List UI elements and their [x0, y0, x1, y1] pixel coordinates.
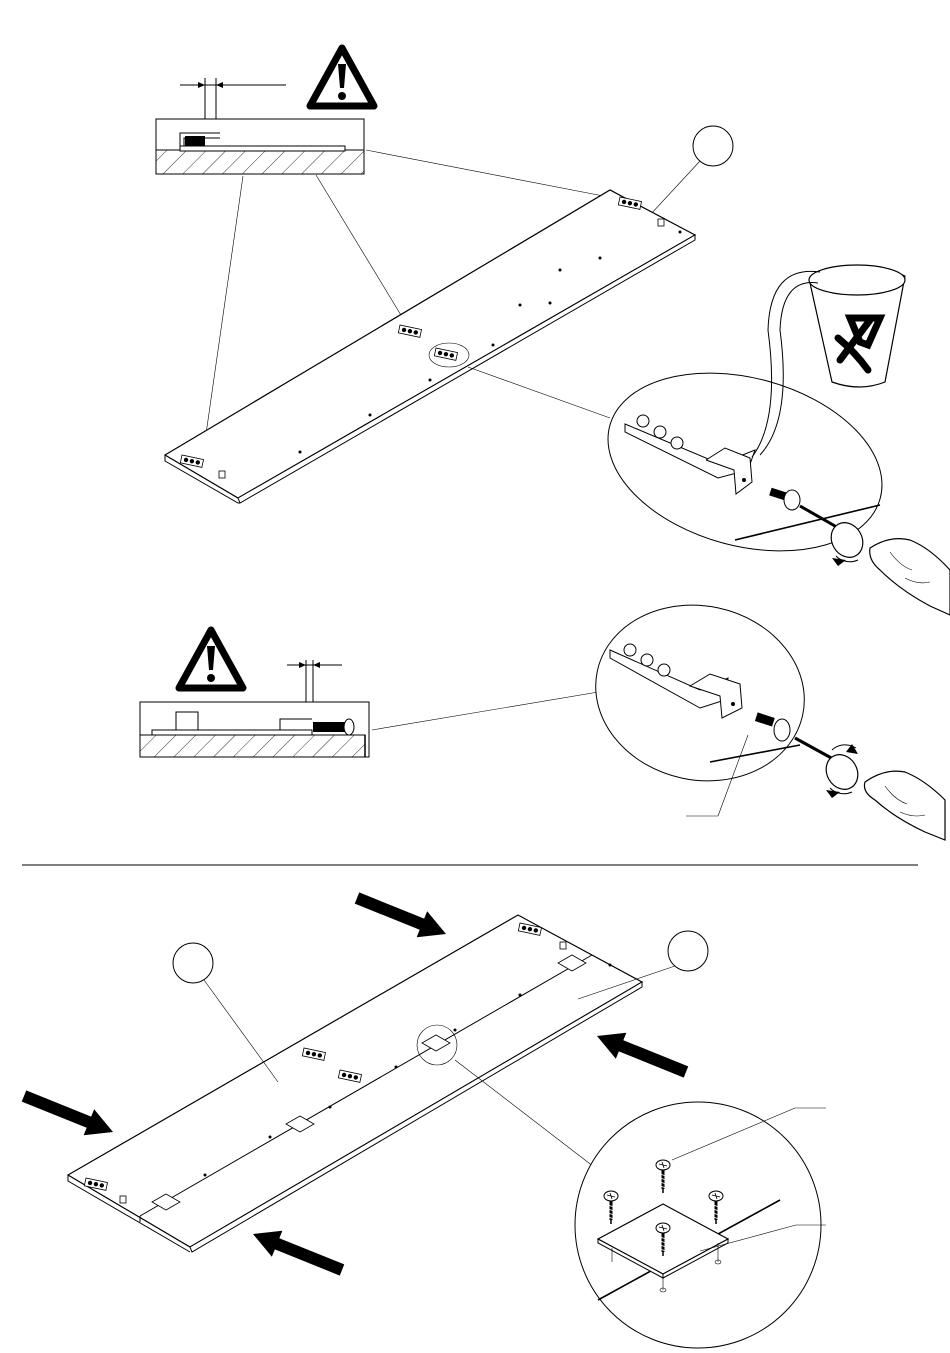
- screwdriver-icon: [795, 738, 864, 798]
- hand-icon: [864, 771, 945, 840]
- joined-boards-panel: [68, 915, 642, 1252]
- push-arrow-icon: [592, 1023, 691, 1085]
- push-arrow-icon: [19, 1083, 118, 1145]
- discard-cup-icon: [809, 265, 905, 387]
- leader-line: [372, 686, 634, 730]
- push-arrow-icon: [352, 885, 451, 947]
- warning-triangle-icon: [310, 48, 374, 106]
- step-a: [140, 48, 950, 840]
- leader-line: [316, 175, 410, 330]
- leader-line: [455, 1060, 598, 1170]
- hand-icon: [870, 539, 950, 615]
- cross-section-detail: [156, 119, 364, 174]
- warning-triangle-icon: [179, 630, 243, 688]
- leader-line: [468, 367, 610, 418]
- connector-plate-with-screws-closeup: [575, 1102, 826, 1348]
- step-c: [19, 885, 826, 1348]
- cross-section-detail: [140, 702, 369, 757]
- leader-line: [366, 150, 624, 200]
- part-callout-circle-left: [173, 943, 278, 1082]
- push-arrow-icon: [248, 1221, 347, 1283]
- hinge-bracket-closeup: [579, 586, 821, 816]
